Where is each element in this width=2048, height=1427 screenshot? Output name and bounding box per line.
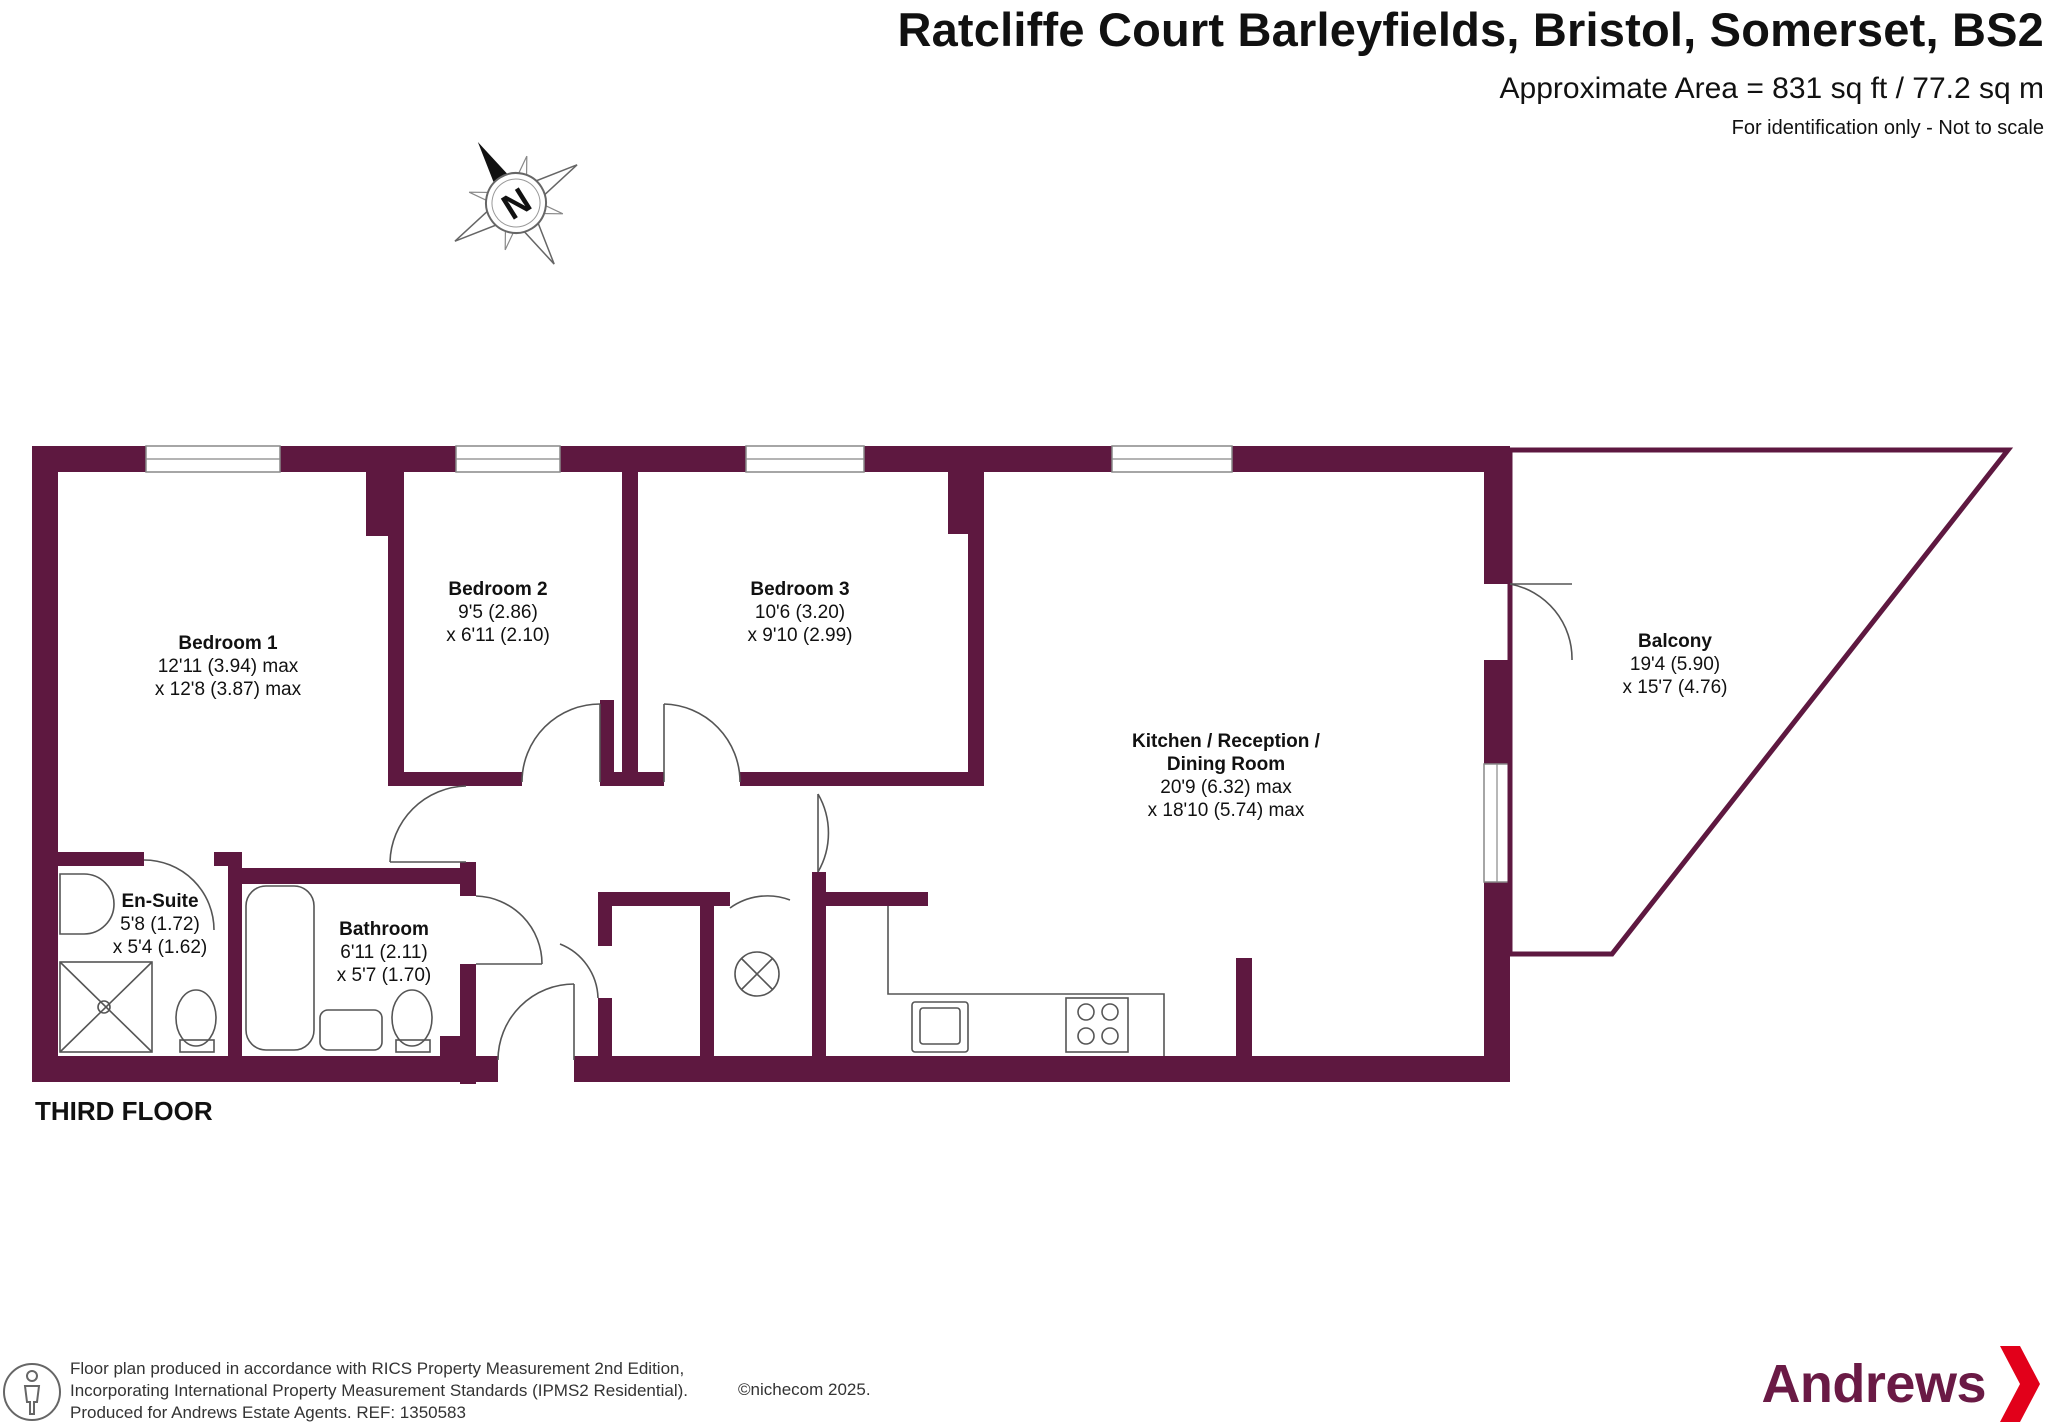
balcony-outline: [1507, 447, 2014, 957]
property-title: Ratcliffe Court Barleyfields, Bristol, S…: [897, 3, 2044, 56]
bathroom-fittings: [59, 873, 433, 1053]
room-bedroom-3: Bedroom 3 10'6 (3.20) x 9'10 (2.99): [747, 579, 853, 646]
floor-label: THIRD FLOOR: [35, 1096, 213, 1126]
chevron-right-icon: [2000, 1346, 2040, 1422]
copyright: ©nichecom 2025.: [738, 1380, 871, 1399]
room-bedroom-1: Bedroom 1 12'11 (3.94) max x 12'8 (3.87)…: [154, 633, 302, 700]
approximate-area: Approximate Area = 831 sq ft / 77.2 sq m: [1499, 72, 2044, 105]
identification-note: For identification only - Not to scale: [1731, 117, 2044, 139]
andrews-logo: Andrews: [1761, 1342, 2042, 1426]
room-en-suite: En-Suite 5'8 (1.72) x 5'4 (1.62): [112, 891, 208, 958]
room-kitchen-reception-dining: Kitchen / Reception / Dining Room 20'9 (…: [1132, 731, 1320, 821]
brand-name: Andrews: [1761, 1354, 1986, 1414]
doors: [143, 583, 1573, 1061]
room-bathroom: Bathroom 6'11 (2.11) x 5'7 (1.70): [336, 919, 432, 986]
room-balcony: Balcony 19'4 (5.90) x 15'7 (4.76): [1622, 631, 1728, 698]
kitchen-fittings: [734, 906, 1165, 1056]
room-bedroom-2: Bedroom 2 9'5 (2.86) x 6'11 (2.10): [446, 579, 550, 646]
footer-disclaimer: Floor plan produced in accordance with R…: [70, 1359, 688, 1422]
